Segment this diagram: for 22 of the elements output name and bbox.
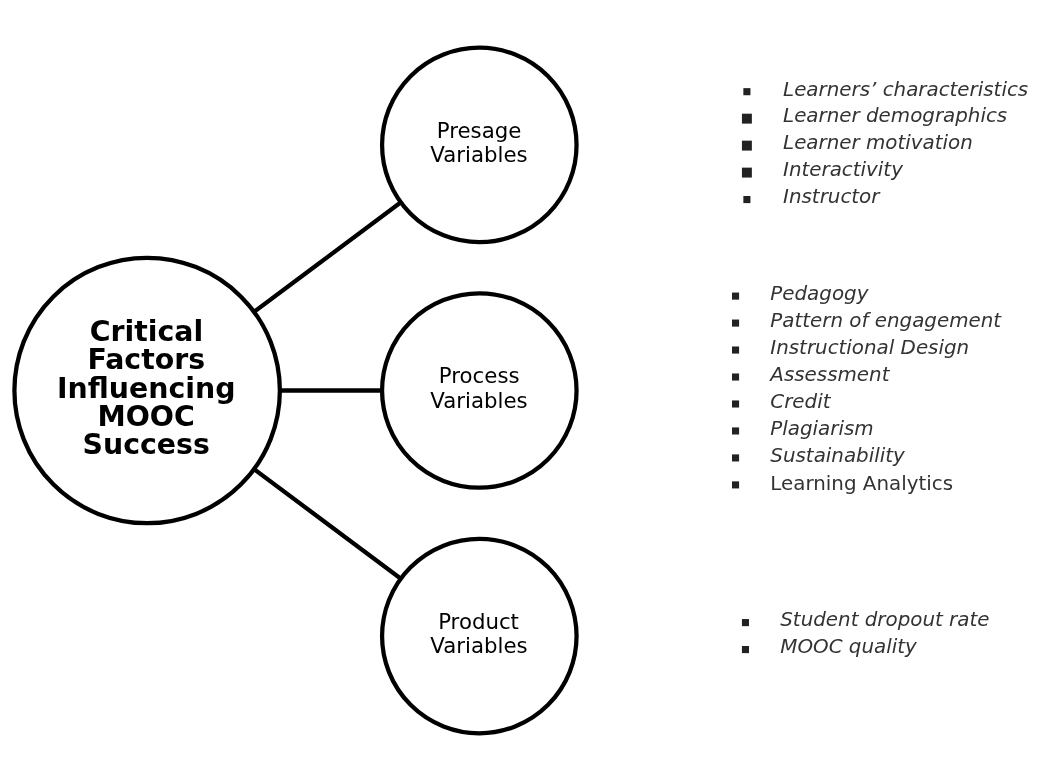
- node-circle: Product Variables: [379, 536, 579, 735]
- node-label: Assessment: [770, 362, 890, 386]
- connector: [252, 200, 402, 313]
- node-label: Learners’ characteristics: [783, 77, 1029, 101]
- node-circle: Critical Factors Influencing MOOC Success: [12, 255, 282, 525]
- node-label: Student dropout rate: [780, 607, 990, 631]
- node-label: Instructor: [783, 184, 880, 208]
- node-circle: Presage Variables: [379, 45, 579, 244]
- node-label: Pattern of engagement: [770, 308, 1002, 332]
- connector: [280, 387, 382, 393]
- node-label: Learner demographics: [783, 103, 1008, 127]
- node-label: Interactivity: [783, 157, 903, 181]
- node-label: Sustainability: [770, 443, 905, 467]
- node-label: Credit: [770, 389, 831, 413]
- node-label: Learning Analytics: [770, 471, 954, 495]
- node-circle: Process Variables: [379, 290, 579, 490]
- node-label: Learner motivation: [783, 130, 973, 154]
- connector: [252, 467, 402, 580]
- node-label: MOOC quality: [780, 634, 917, 658]
- node-label: Instructional Design: [770, 335, 970, 359]
- node-label: Pedagogy: [770, 281, 869, 305]
- node-label: Plagiarism: [770, 416, 874, 440]
